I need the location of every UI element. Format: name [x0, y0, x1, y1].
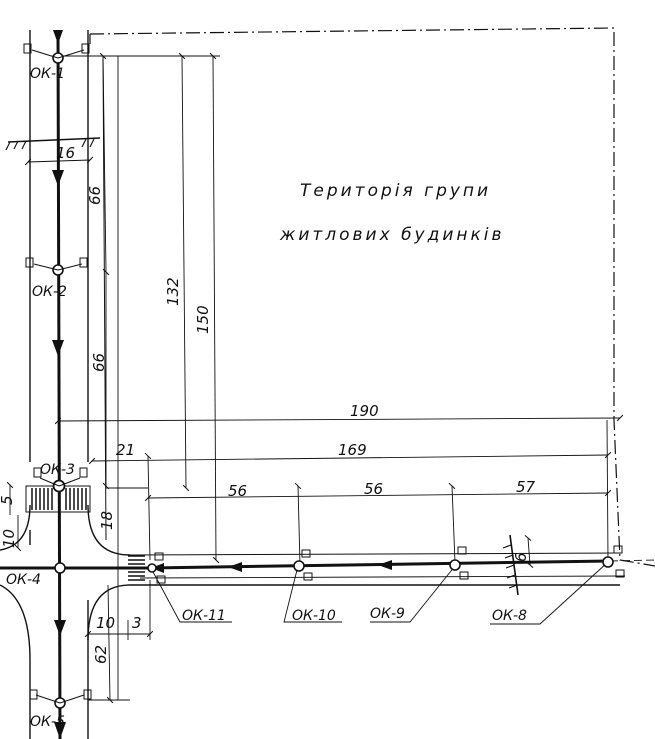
- dim-66-upper: 66: [86, 186, 104, 205]
- dim-3: 3: [132, 614, 142, 632]
- well-label-ok9: ОК-9: [370, 606, 405, 622]
- well-label-ok4: ОК-4: [6, 572, 41, 588]
- well-label-ok2: ОК-2: [32, 284, 67, 300]
- well-label-ok10: ОК-10: [292, 608, 336, 624]
- dim-56-first: 56: [228, 482, 247, 500]
- territory-title-line1: Територія групи: [300, 181, 491, 201]
- side-sewer-horizontal: [0, 559, 655, 573]
- manhole-ok8: [602, 556, 614, 568]
- dim-62: 62: [92, 645, 110, 664]
- main-sewer-vertical: [52, 29, 66, 739]
- dim-10-horizontal: 10: [96, 614, 115, 632]
- dim-169: 169: [338, 441, 367, 459]
- well-label-ok3: ОК-3: [40, 462, 75, 478]
- well-label-ok8: ОК-8: [492, 608, 527, 624]
- well-label-ok11: ОК-11: [182, 608, 226, 624]
- manhole-ok9: [449, 559, 461, 571]
- manholes: [23, 43, 625, 709]
- dimension-lines: [6, 52, 624, 704]
- terrain-symbols: [5, 137, 519, 596]
- dim-10-vertical: 10: [0, 529, 18, 548]
- dim-66-lower: 66: [90, 353, 108, 372]
- dim-18: 18: [98, 511, 116, 530]
- territory-title-line2: житлових будинків: [279, 225, 505, 245]
- manhole-ok11: [147, 563, 157, 573]
- dim-57: 57: [516, 478, 536, 496]
- manhole-ok4: [54, 562, 66, 574]
- well-label-ok5: ОК-5: [30, 714, 65, 730]
- dim-190: 190: [350, 402, 379, 420]
- dim-6: 6: [512, 552, 530, 562]
- leader-lines: [151, 561, 609, 625]
- dim-56-second: 56: [364, 480, 383, 498]
- manhole-ok10: [293, 560, 305, 572]
- dim-21: 21: [116, 441, 135, 459]
- dim-16: 16: [56, 144, 75, 162]
- dim-5: 5: [0, 495, 16, 505]
- dim-132: 132: [164, 277, 182, 306]
- well-label-ok1: ОК-1: [30, 66, 65, 82]
- pedestrian-crossings: [25, 485, 145, 581]
- dim-150: 150: [194, 305, 212, 334]
- street-edges: [0, 30, 626, 739]
